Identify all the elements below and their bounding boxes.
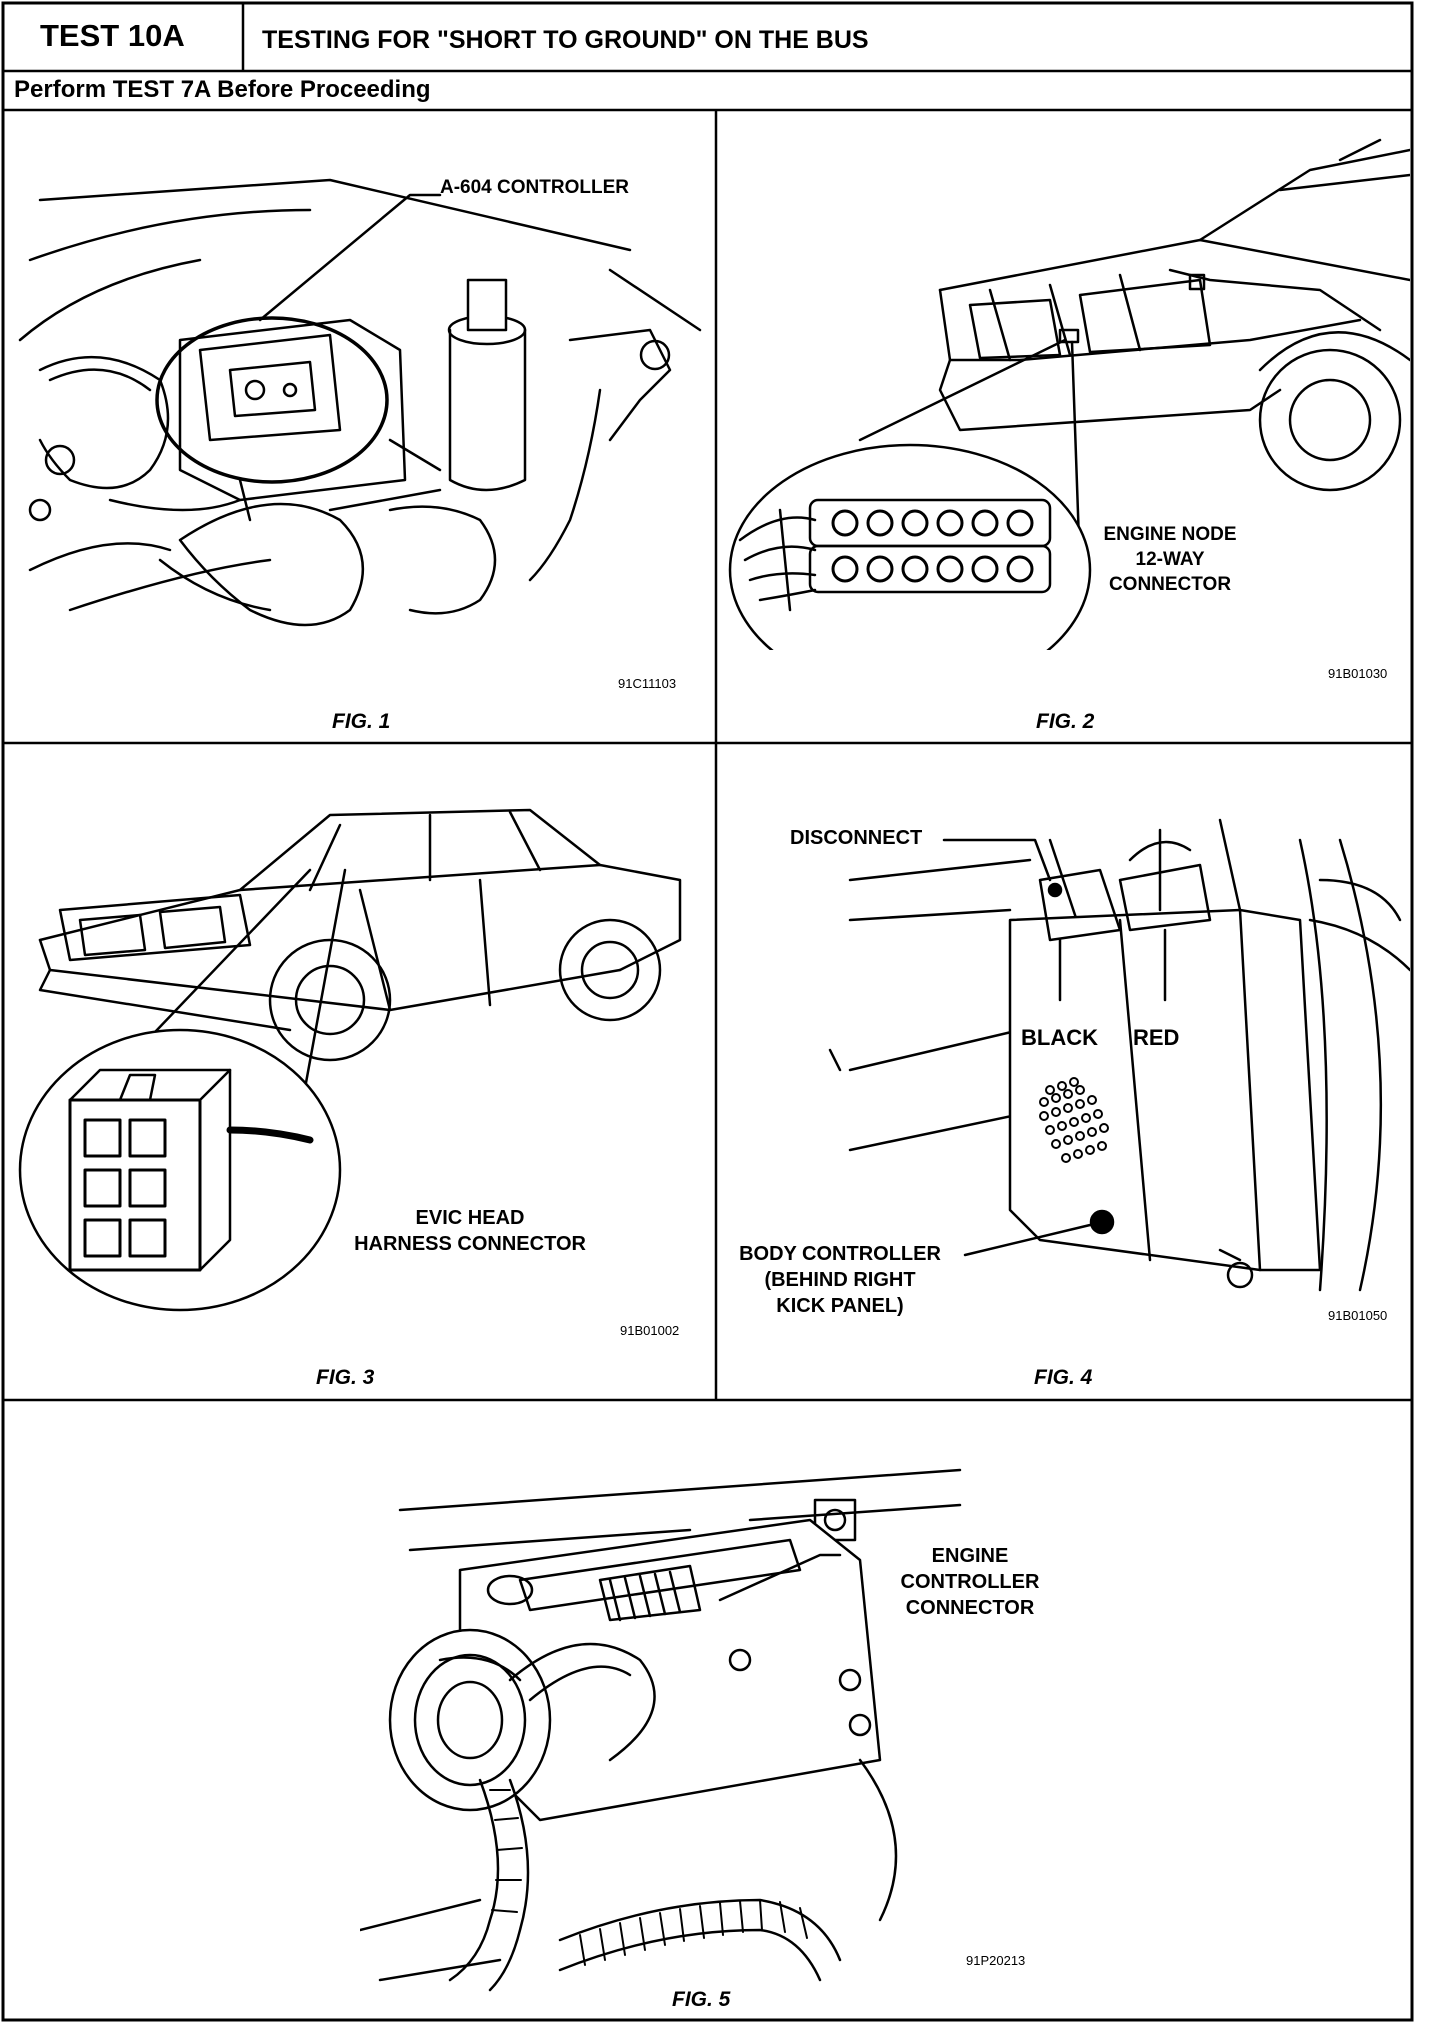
- fig5-code: 91P20213: [966, 1953, 1026, 1968]
- fig4-label-red: RED: [1133, 1025, 1180, 1050]
- fig2-caption: FIG. 2: [1036, 710, 1095, 733]
- fig4-caption: FIG. 4: [1034, 1366, 1093, 1389]
- fig4-label-body-controller-2: (BEHIND RIGHT: [764, 1269, 916, 1291]
- fig2-car-front-illustration: [728, 138, 1410, 650]
- test-title: TESTING FOR "SHORT TO GROUND" ON THE BUS: [262, 26, 869, 54]
- fig5-label-engine-controller-1: ENGINE: [931, 1545, 1009, 1567]
- fig4-label-body-controller-3: KICK PANEL): [776, 1295, 904, 1317]
- fig4-label-disconnect: DISCONNECT: [790, 827, 923, 849]
- fig2-label-engine-node-1: ENGINE NODE: [1103, 524, 1237, 545]
- fig1-caption: FIG. 1: [332, 710, 391, 733]
- fig3-code: 91B01002: [620, 1323, 680, 1338]
- fig3-label-evic-1: EVIC HEAD: [415, 1207, 525, 1229]
- fig4-label-black: BLACK: [1021, 1025, 1098, 1050]
- fig2-code: 91B01030: [1328, 666, 1388, 681]
- prerequisite-note: Perform TEST 7A Before Proceeding: [14, 76, 431, 103]
- fig5-label-engine-controller-3: CONNECTOR: [905, 1597, 1035, 1619]
- fig1-label-a604-controller: A-604 CONTROLLER: [440, 177, 629, 198]
- fig4-body-controller-illustration: [828, 818, 1410, 1292]
- fig2-label-engine-node-2: 12-WAY: [1135, 549, 1205, 570]
- fig3-label-evic-2: HARNESS CONNECTOR: [354, 1233, 586, 1255]
- fig4-label-body-controller-1: BODY CONTROLLER: [739, 1243, 941, 1265]
- fig5-label-engine-controller-2: CONTROLLER: [900, 1571, 1040, 1593]
- fig4-code: 91B01050: [1328, 1308, 1388, 1323]
- fig5-engine-controller-illustration: [360, 1468, 962, 1992]
- fig5-caption: FIG. 5: [672, 1988, 731, 2011]
- fig2-label-engine-node-3: CONNECTOR: [1108, 574, 1232, 595]
- test-id: TEST 10A: [40, 18, 185, 53]
- fig1-engine-bay-illustration: [18, 178, 702, 627]
- fig1-code: 91C11103: [618, 676, 677, 691]
- fig3-caption: FIG. 3: [316, 1366, 375, 1389]
- fig3-sedan-illustration: [18, 808, 682, 1312]
